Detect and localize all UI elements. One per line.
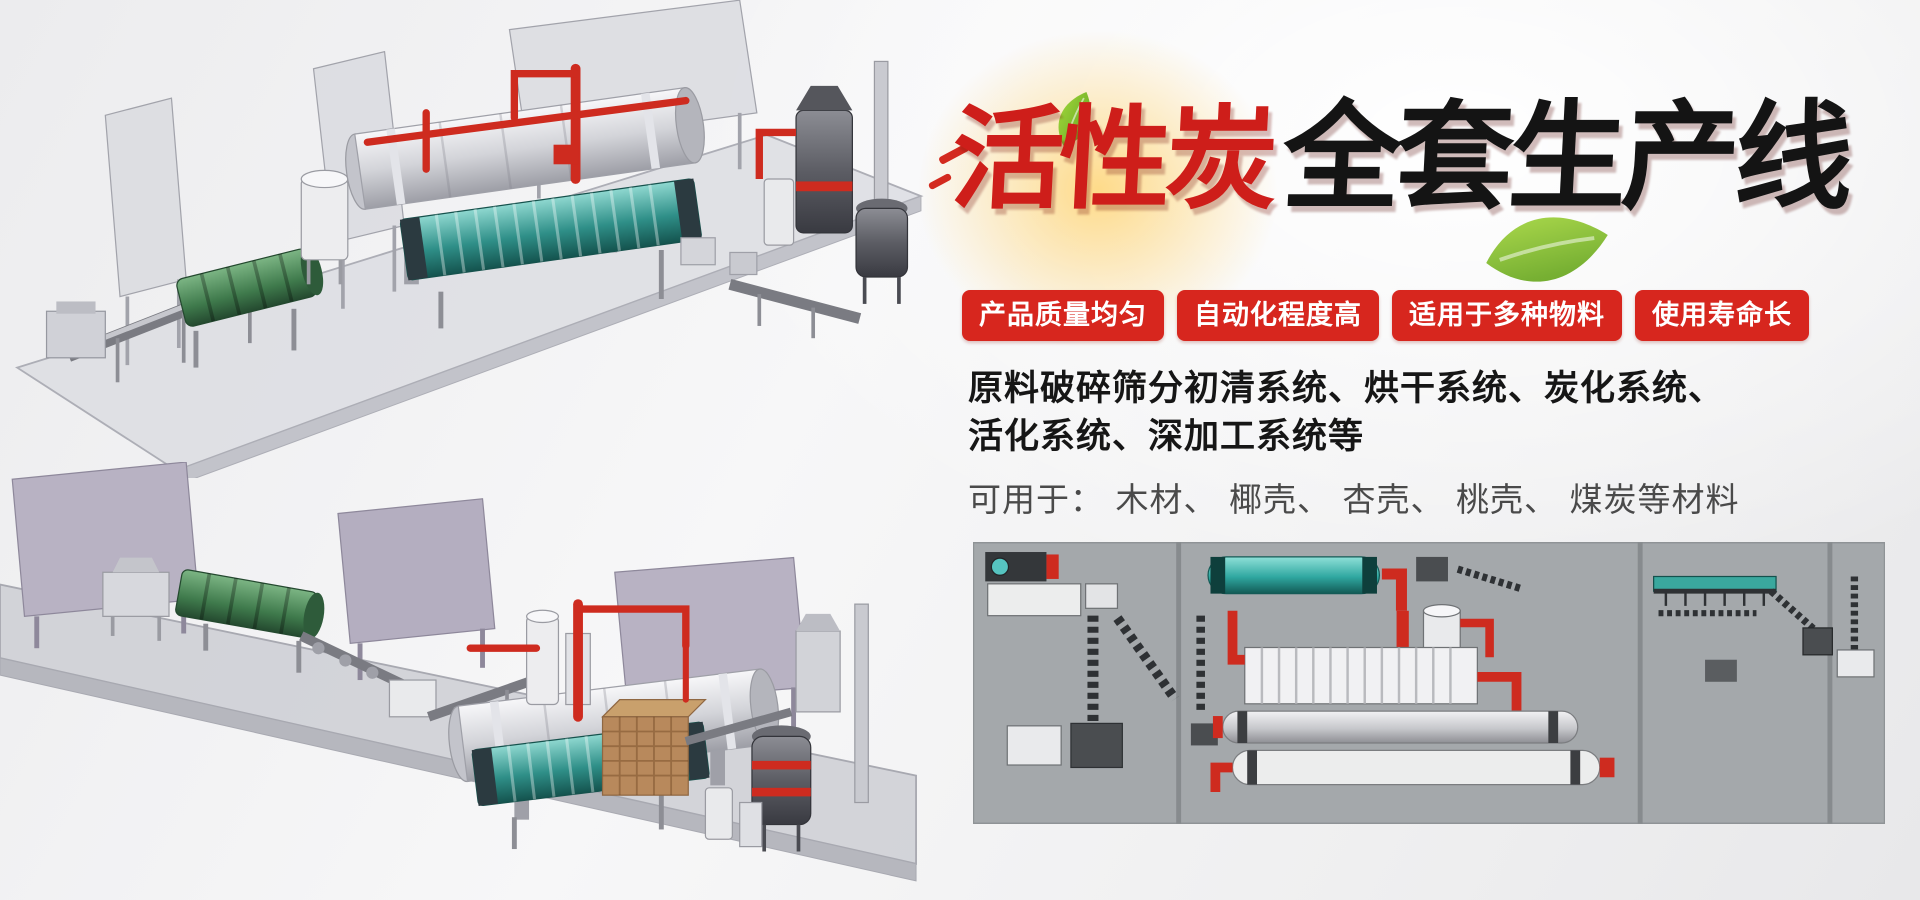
red-piping [363, 63, 690, 184]
furnace-tower [684, 603, 869, 852]
leaf-icon [1486, 217, 1608, 282]
systems-line-2: 活化系统、深加工系统等 [968, 416, 1365, 457]
diagram-cooling-drum [1210, 749, 1615, 792]
plant-3d-render-bottom [0, 462, 917, 882]
feature-badge-materials: 适用于多种物料 [1392, 290, 1622, 341]
materials-line: 可用于： 木材、 椰壳、 杏壳、 桃壳、 煤炭等材料 [968, 480, 1740, 520]
title-rest: 全套生产线 [1279, 88, 1852, 226]
diagram-packing-unit [1836, 576, 1875, 678]
feature-badge-lifespan: 使用寿命长 [1635, 290, 1809, 341]
production-line-layout-diagram [973, 542, 1885, 824]
plant-3d-render-top [14, 0, 924, 478]
discharge-conveyor [680, 237, 862, 339]
title-highlight: 活性炭 [948, 95, 1277, 225]
diagram-conveyor-section [1653, 575, 1833, 682]
feature-badges: 产品质量均匀 自动化程度高 适用于多种物料 使用寿命长 [962, 290, 1809, 341]
feeder-hopper [102, 557, 170, 641]
page-title: 活性炭全套生产线 [948, 88, 1902, 226]
diagram-heat-exchanger [1190, 610, 1522, 746]
description-block: 原料破碎筛分初清系统、烘干系统、炭化系统、 活化系统、深加工系统等 可用于： 木… [968, 366, 1739, 521]
crusher-drum [175, 569, 325, 673]
rotary-drum-cooler [399, 178, 702, 329]
systems-line-1: 原料破碎筛分初清系统、烘干系统、炭化系统、 [968, 369, 1725, 409]
feature-badge-automation: 自动化程度高 [1177, 290, 1379, 341]
brick-furnace [601, 699, 707, 796]
feature-badge-quality: 产品质量均匀 [962, 290, 1164, 341]
screening-conveyor [299, 631, 536, 737]
furnace-tower [755, 60, 909, 304]
storage-tank [300, 169, 349, 285]
diagram-feeder-unit [985, 552, 1179, 769]
red-piping [466, 599, 690, 722]
diagram-rotary-kiln [1212, 710, 1579, 744]
diagram-carbonization-drum [1196, 556, 1523, 712]
